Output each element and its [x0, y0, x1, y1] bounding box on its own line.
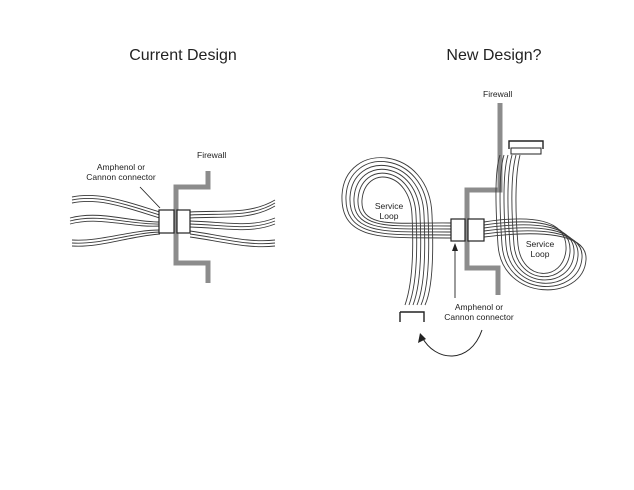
- current-left-wire-bundle: [69, 194, 161, 247]
- new-left-service-loop-label-line1: Service: [374, 201, 404, 211]
- new-firewall-label: Firewall: [483, 89, 513, 99]
- new-top-clamp-plate: [510, 147, 542, 155]
- new-curved-arrow: [421, 329, 483, 357]
- current-connector-leader: [139, 186, 161, 209]
- new-firewall: [464, 103, 503, 295]
- new-design-graphic: [341, 103, 587, 357]
- new-right-service-loop-label-line1: Service: [525, 239, 555, 249]
- current-connector-label-line2: Cannon connector: [86, 172, 156, 182]
- current-design-graphic: [69, 171, 276, 283]
- new-right-service-loop-label-line2: Loop: [530, 249, 550, 259]
- new-connector-leader-arrowhead: [452, 243, 458, 251]
- new-left-service-loop: [341, 157, 453, 306]
- current-connector-label: Amphenol or Cannon connector: [86, 162, 155, 182]
- current-connector-left-half: [158, 209, 175, 234]
- current-connector-label-line1: Amphenol or: [96, 162, 146, 172]
- new-connector-label-line1: Amphenol or: [454, 302, 504, 312]
- new-connector-left-half: [450, 218, 466, 242]
- new-left-service-loop-label-line2: Loop: [379, 211, 399, 221]
- current-right-wire-bundle: [189, 199, 276, 248]
- new-top-clamp: [508, 140, 544, 149]
- current-firewall: [173, 171, 211, 283]
- new-curved-arrow-head: [418, 333, 426, 343]
- new-connector-right-half: [467, 218, 485, 242]
- current-design-title: Current Design: [129, 47, 237, 64]
- new-right-service-loop-label: Service Loop: [526, 239, 554, 259]
- current-firewall-label: Firewall: [197, 150, 227, 160]
- new-connector-label-line2: Cannon connector: [444, 312, 514, 322]
- current-connector-right-half: [176, 209, 191, 234]
- new-left-service-loop-label: Service Loop: [375, 201, 403, 221]
- new-design-title: New Design?: [446, 47, 542, 64]
- new-bottom-clamp: [399, 311, 425, 322]
- new-right-service-loop: [483, 154, 587, 291]
- new-connector-label: Amphenol or Cannon connector: [444, 302, 513, 322]
